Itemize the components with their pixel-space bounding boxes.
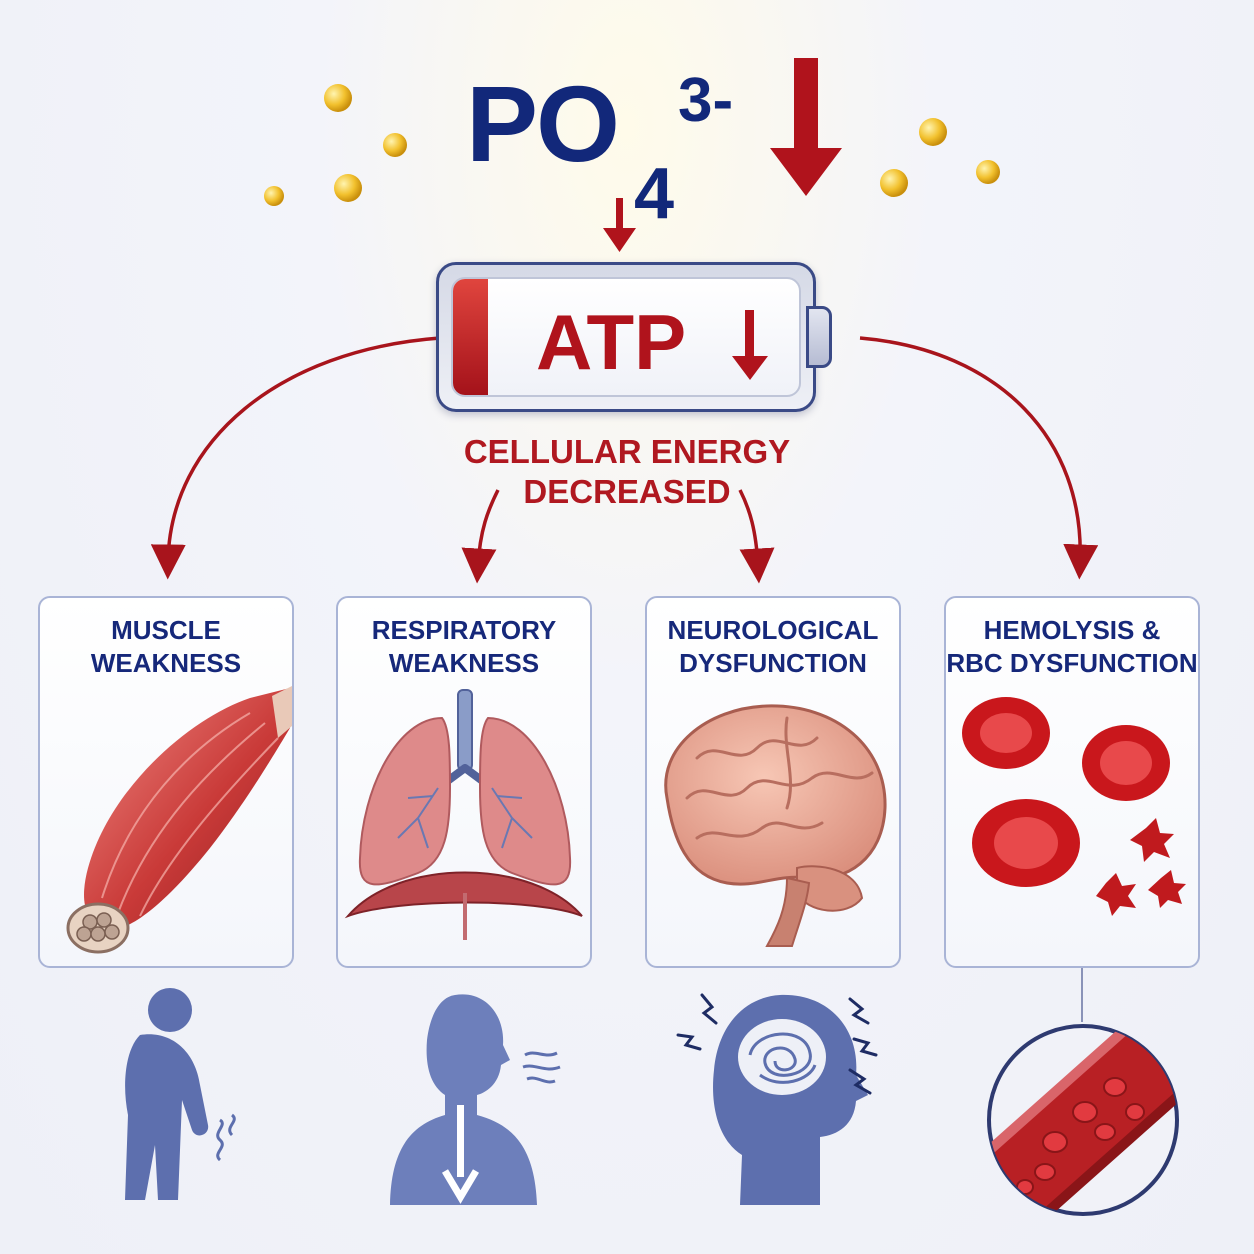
panel-title-line2: RBC DYSFUNCTION <box>946 648 1198 678</box>
red-blood-cells-icon <box>962 697 1186 916</box>
panel-title-line1: MUSCLE <box>111 615 221 645</box>
panel-title-line1: HEMOLYSIS & <box>983 615 1161 645</box>
energy-caption: CELLULAR ENERGY DECREASED <box>420 432 834 512</box>
panel-title: HEMOLYSIS & RBC DYSFUNCTION <box>946 614 1198 680</box>
panel-title: MUSCLE WEAKNESS <box>40 614 292 680</box>
phosphate-dots <box>264 84 1000 206</box>
energy-caption-line2: DECREASED <box>523 473 731 510</box>
confused-head-icon <box>676 993 878 1205</box>
battery-terminal <box>806 306 832 368</box>
panel-title-line2: DYSFUNCTION <box>679 648 867 678</box>
formula-to-atp-arrow <box>603 198 636 252</box>
formula-base: PO <box>466 63 620 184</box>
shallow-breathing-person-icon <box>390 994 561 1205</box>
formula-superscript: 3- <box>678 66 734 135</box>
atp-label: ATP <box>536 298 687 386</box>
brain-icon <box>664 704 887 947</box>
panel-title: RESPIRATORY WEAKNESS <box>338 614 590 680</box>
muscle-fiber-icon <box>66 686 292 954</box>
panel-title-line1: NEUROLOGICAL <box>667 615 879 645</box>
panel-neurological-dysfunction: NEUROLOGICAL DYSFUNCTION <box>645 596 901 968</box>
panel-hemolysis-rbc-dysfunction: HEMOLYSIS & RBC DYSFUNCTION <box>944 596 1200 968</box>
panel-title-line2: WEAKNESS <box>388 648 540 678</box>
formula-subscript: 4 <box>634 154 675 234</box>
phosphate-decrease-arrow <box>770 58 842 196</box>
panel-title-line1: RESPIRATORY <box>371 615 557 645</box>
weak-bent-person-icon <box>125 988 236 1200</box>
panel-title-line2: WEAKNESS <box>90 648 242 678</box>
panel-title: NEUROLOGICAL DYSFUNCTION <box>647 614 899 680</box>
battery-charge-level <box>453 279 488 395</box>
battery-body <box>451 277 801 397</box>
panel-muscle-weakness: MUSCLE WEAKNESS <box>38 596 294 968</box>
lungs-diaphragm-icon <box>344 689 583 940</box>
energy-caption-line1: CELLULAR ENERGY <box>463 433 791 470</box>
blood-vessel-magnified-icon <box>987 1024 1179 1216</box>
panel-respiratory-weakness: RESPIRATORY WEAKNESS <box>336 596 592 968</box>
atp-decrease-arrow-icon <box>732 310 768 380</box>
